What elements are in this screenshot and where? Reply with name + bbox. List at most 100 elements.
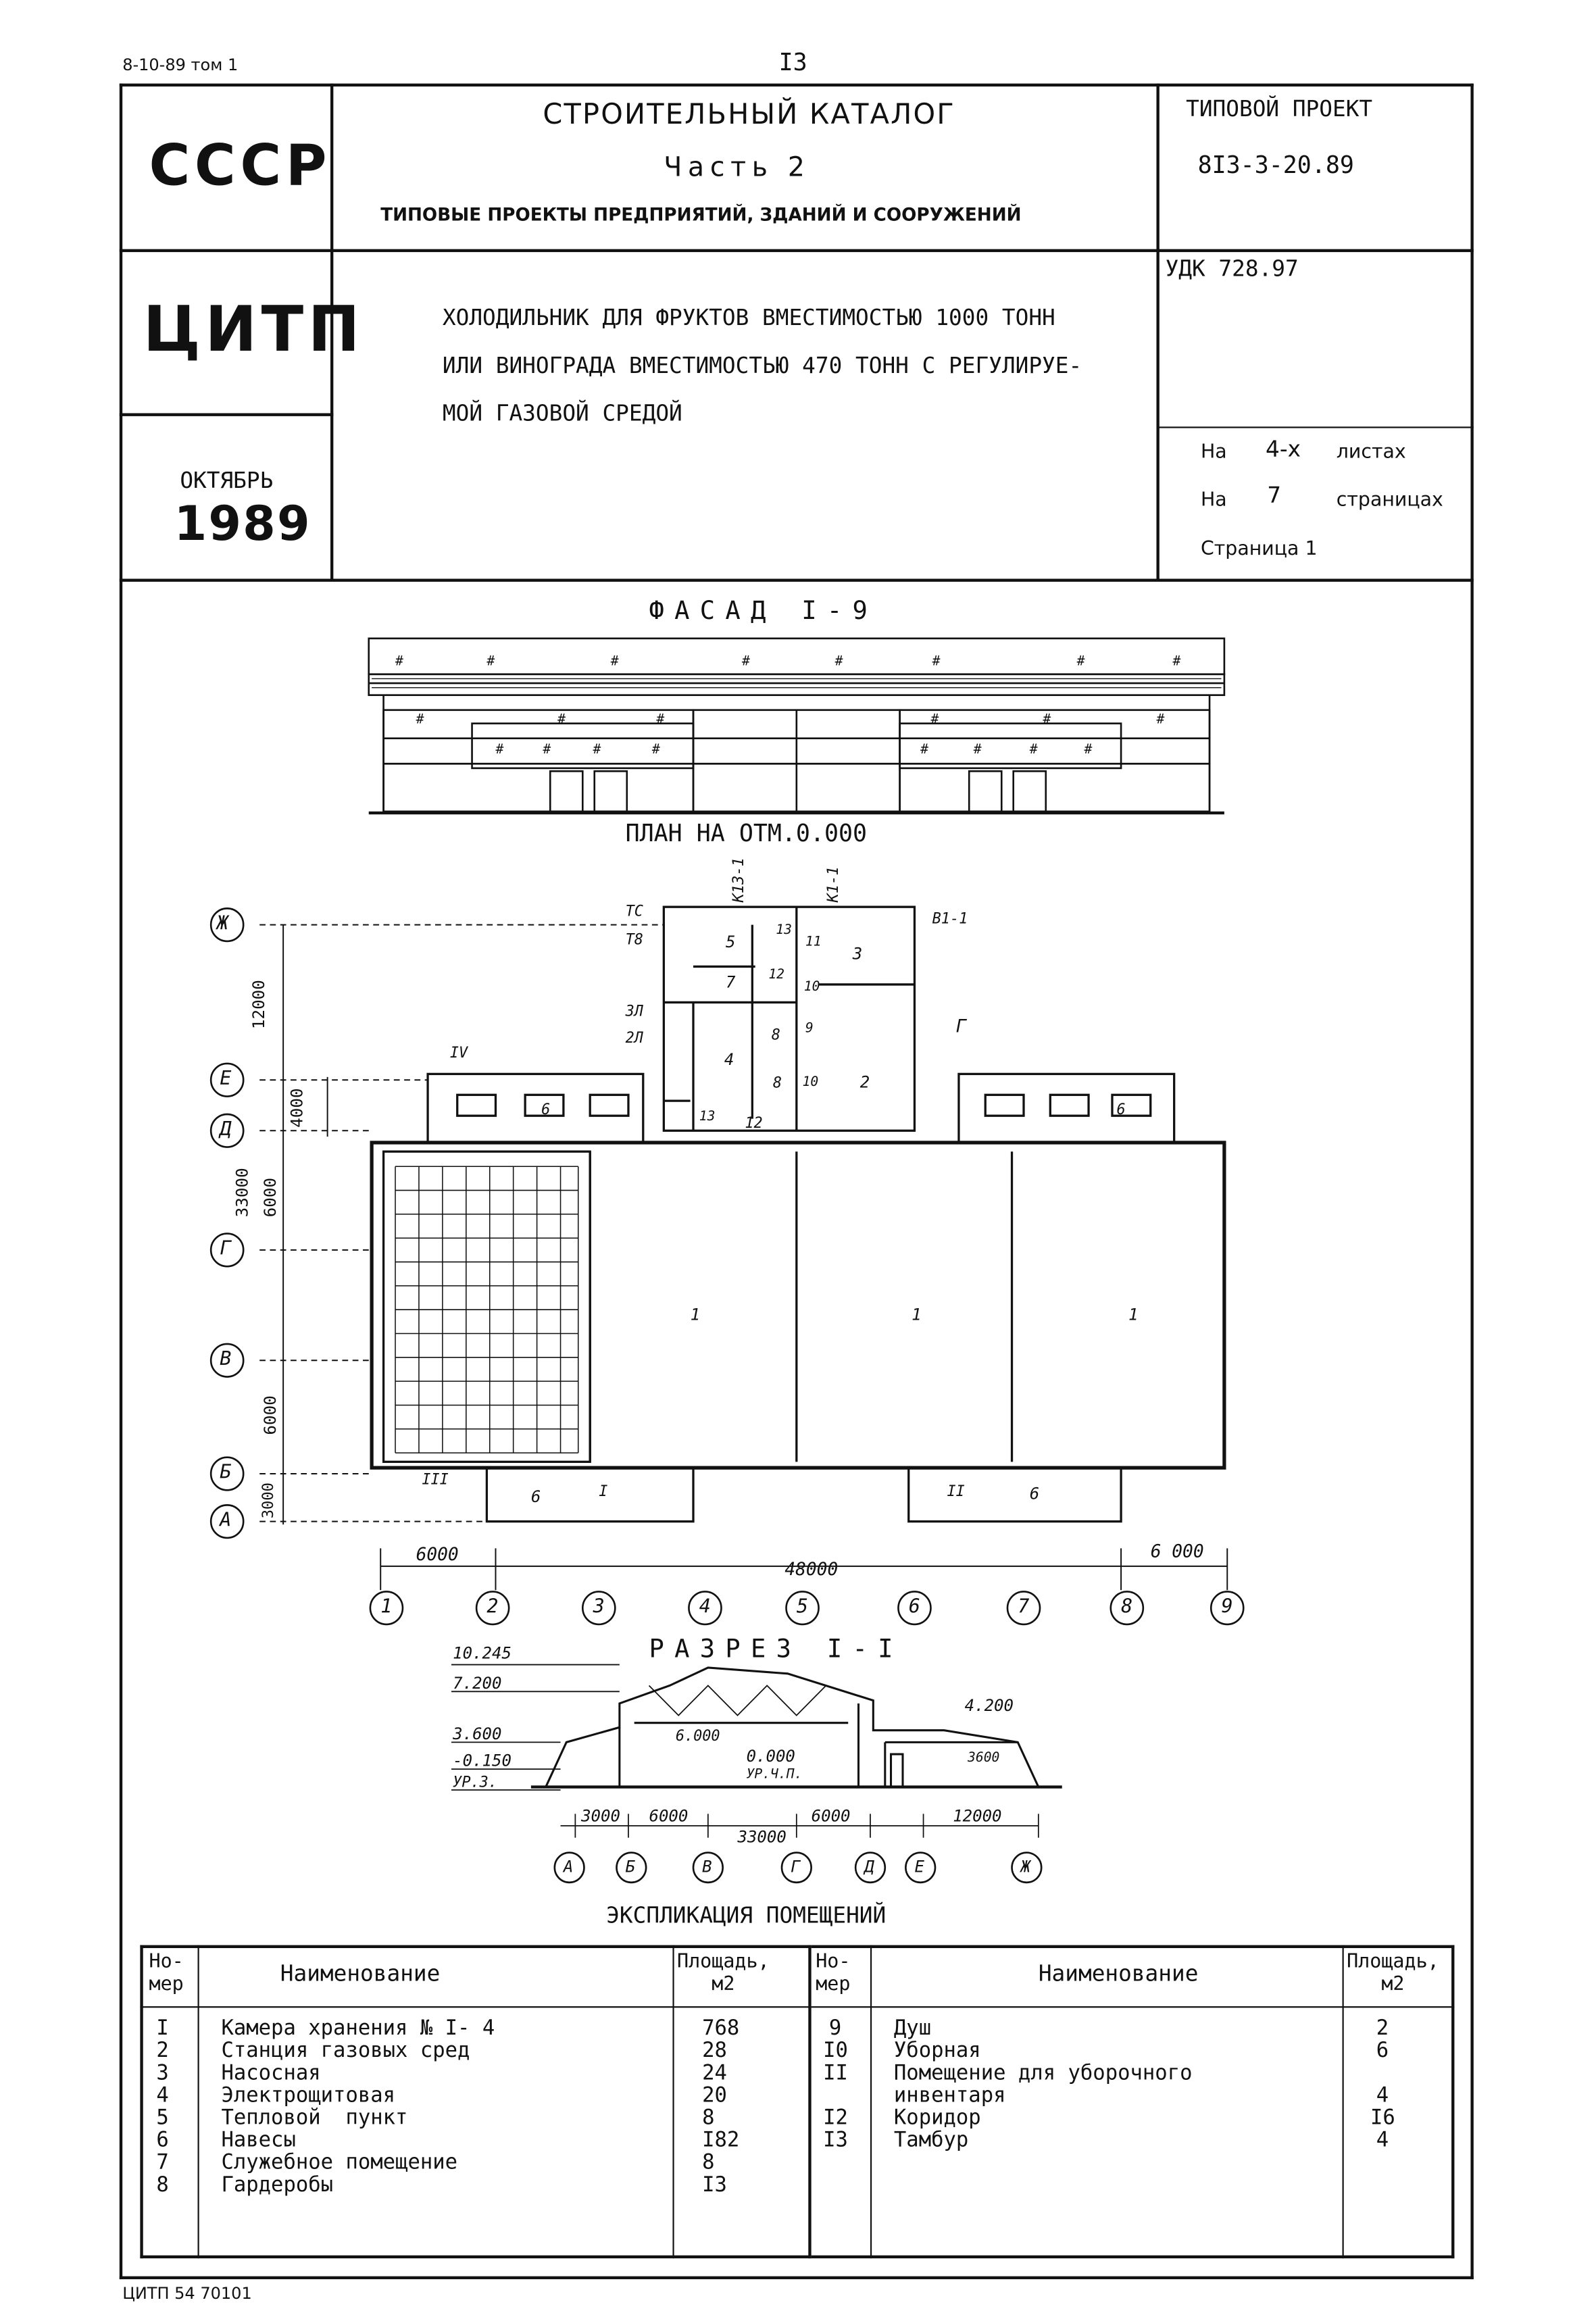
- volume-reference: 8-10-89 том 1: [122, 55, 239, 75]
- plan-mark-ii: II: [947, 1484, 965, 1501]
- plan-mark-3l: 3Л: [625, 1003, 643, 1020]
- table-row-area: 6: [1376, 2039, 1389, 2063]
- table-row-number: 5: [156, 2106, 169, 2131]
- table-row-number: 6: [156, 2129, 169, 2153]
- plan-axis-3: 3: [593, 1596, 605, 1619]
- table-row-area: 20: [702, 2083, 727, 2108]
- room-label: 7: [726, 972, 736, 992]
- right-header-area: Площадь, м2: [1347, 1951, 1439, 1996]
- header-divider-2: [1156, 83, 1159, 580]
- table-row-number: 4: [156, 2083, 169, 2108]
- table-row-name: Служебное помещение: [221, 2151, 458, 2175]
- pages-count: 7: [1267, 482, 1282, 509]
- section-dim: 3000: [581, 1806, 620, 1826]
- project-title-line-2: ИЛИ ВИНОГРАДА ВМЕСТИМОСТЬЮ 470 ТОНН С РЕ…: [442, 351, 1082, 379]
- svg-text:#: #: [1077, 653, 1085, 668]
- table-row-number: 8: [156, 2173, 169, 2197]
- room-label: 6: [1029, 1484, 1040, 1504]
- table-row-area: I82: [702, 2129, 740, 2153]
- svg-text:#: #: [930, 712, 939, 727]
- svg-text:#: #: [1043, 712, 1051, 727]
- svg-text:#: #: [1156, 712, 1164, 727]
- footer-code: ЦИТП 54 70101: [122, 2283, 252, 2304]
- plan-axis-b: Б: [220, 1462, 232, 1485]
- project-title-line-3: МОЙ ГАЗОВОЙ СРЕДОЙ: [442, 399, 682, 427]
- table-row-number: I0: [823, 2039, 848, 2063]
- room-label: 2: [859, 1072, 870, 1092]
- svg-text:#: #: [543, 741, 551, 757]
- plan-axis-a: А: [220, 1509, 232, 1533]
- catalog-part: Часть 2: [664, 152, 811, 184]
- section-level: УР.Ч.П.: [746, 1767, 803, 1783]
- room-label: 12: [768, 968, 785, 983]
- svg-text:#: #: [1172, 653, 1180, 668]
- plan-dim-48000: 48000: [784, 1558, 839, 1580]
- table-row-area: 768: [702, 2016, 740, 2041]
- room-label: 5: [726, 932, 736, 952]
- section-axis: Е: [914, 1857, 924, 1877]
- svg-text:#: #: [1084, 741, 1093, 757]
- left-header-area: Площадь, м2: [676, 1951, 770, 1996]
- svg-text:#: #: [835, 653, 843, 668]
- plan-axis-9: 9: [1221, 1596, 1233, 1619]
- pages-prefix: На: [1200, 489, 1227, 512]
- room-label: 11: [805, 935, 822, 951]
- room-label: 1: [690, 1305, 701, 1325]
- room-label: 8: [771, 1027, 780, 1045]
- section-title: РАЗРЕЗ I-I: [649, 1635, 903, 1665]
- room-label: 10: [803, 980, 820, 995]
- plan-axis-4: 4: [699, 1596, 711, 1619]
- room-label: 1: [912, 1305, 922, 1325]
- plan-mark-ts: ТС: [625, 903, 643, 921]
- header-divider-1: [330, 83, 334, 580]
- plan-mark-iv: IV: [449, 1045, 468, 1062]
- section-dim: 33000: [737, 1827, 787, 1847]
- issue-year: 1989: [174, 495, 311, 552]
- table-row-number: 2: [156, 2039, 169, 2063]
- plan-dim-6000-right: 6 000: [1150, 1541, 1204, 1562]
- section-axis: Ж: [1020, 1857, 1031, 1877]
- plan-axis-6: 6: [908, 1596, 920, 1619]
- table-row-name: Гардеробы: [221, 2173, 334, 2197]
- table-row-area: I6: [1370, 2106, 1395, 2131]
- table-row-name: Электрощитовая: [221, 2083, 396, 2108]
- room-label: 13: [776, 923, 792, 939]
- svg-text:#: #: [611, 653, 619, 668]
- plan-axis-5: 5: [796, 1596, 808, 1619]
- plan-axis-7: 7: [1018, 1596, 1030, 1619]
- plan-axis-d: Д: [220, 1118, 232, 1141]
- plan-title: ПЛАН НА ОТМ.0.000: [625, 818, 868, 847]
- section-level: 10.245: [453, 1643, 512, 1664]
- plan-dim-6000-left: 6000: [416, 1543, 459, 1565]
- table-row-name: Уборная: [893, 2039, 981, 2063]
- room-label: 8: [772, 1075, 782, 1092]
- section-axis: Г: [791, 1857, 801, 1877]
- left-header-name: Наименование: [280, 1960, 441, 1987]
- svg-text:#: #: [593, 741, 601, 757]
- org-label: ЦИТП: [143, 292, 365, 366]
- svg-text:#: #: [656, 712, 664, 727]
- table-row-name: Навесы: [221, 2129, 296, 2153]
- table-row-area: 4: [1376, 2083, 1389, 2108]
- table-row-name: Тепловой пункт: [221, 2106, 408, 2131]
- sheets-unit: листах: [1336, 441, 1406, 464]
- table-row-number: 7: [156, 2151, 169, 2175]
- svg-text:#: #: [652, 741, 660, 757]
- frame-top: [119, 83, 1474, 87]
- plan-mark-2l: 2Л: [625, 1030, 643, 1047]
- catalog-title: СТРОИТЕЛЬНЫЙ КАТАЛОГ: [543, 98, 955, 132]
- frame-left: [119, 83, 123, 2280]
- table-row-number: I3: [823, 2129, 848, 2153]
- section-level: 6.000: [675, 1728, 720, 1745]
- plan-mark-t8: Т8: [625, 932, 643, 949]
- plan-mark-v1: В1-1: [932, 911, 968, 928]
- table-row-name: Душ: [893, 2016, 932, 2041]
- left-header-number: Но- мер: [149, 1951, 184, 1996]
- section-level: 7.200: [453, 1673, 502, 1693]
- section-dim: 6000: [649, 1806, 689, 1826]
- header-row-line-3: [1156, 426, 1474, 428]
- section-dim: 12000: [953, 1806, 1002, 1826]
- frame-bottom: [119, 2276, 1474, 2280]
- table-row-area: 28: [702, 2039, 727, 2063]
